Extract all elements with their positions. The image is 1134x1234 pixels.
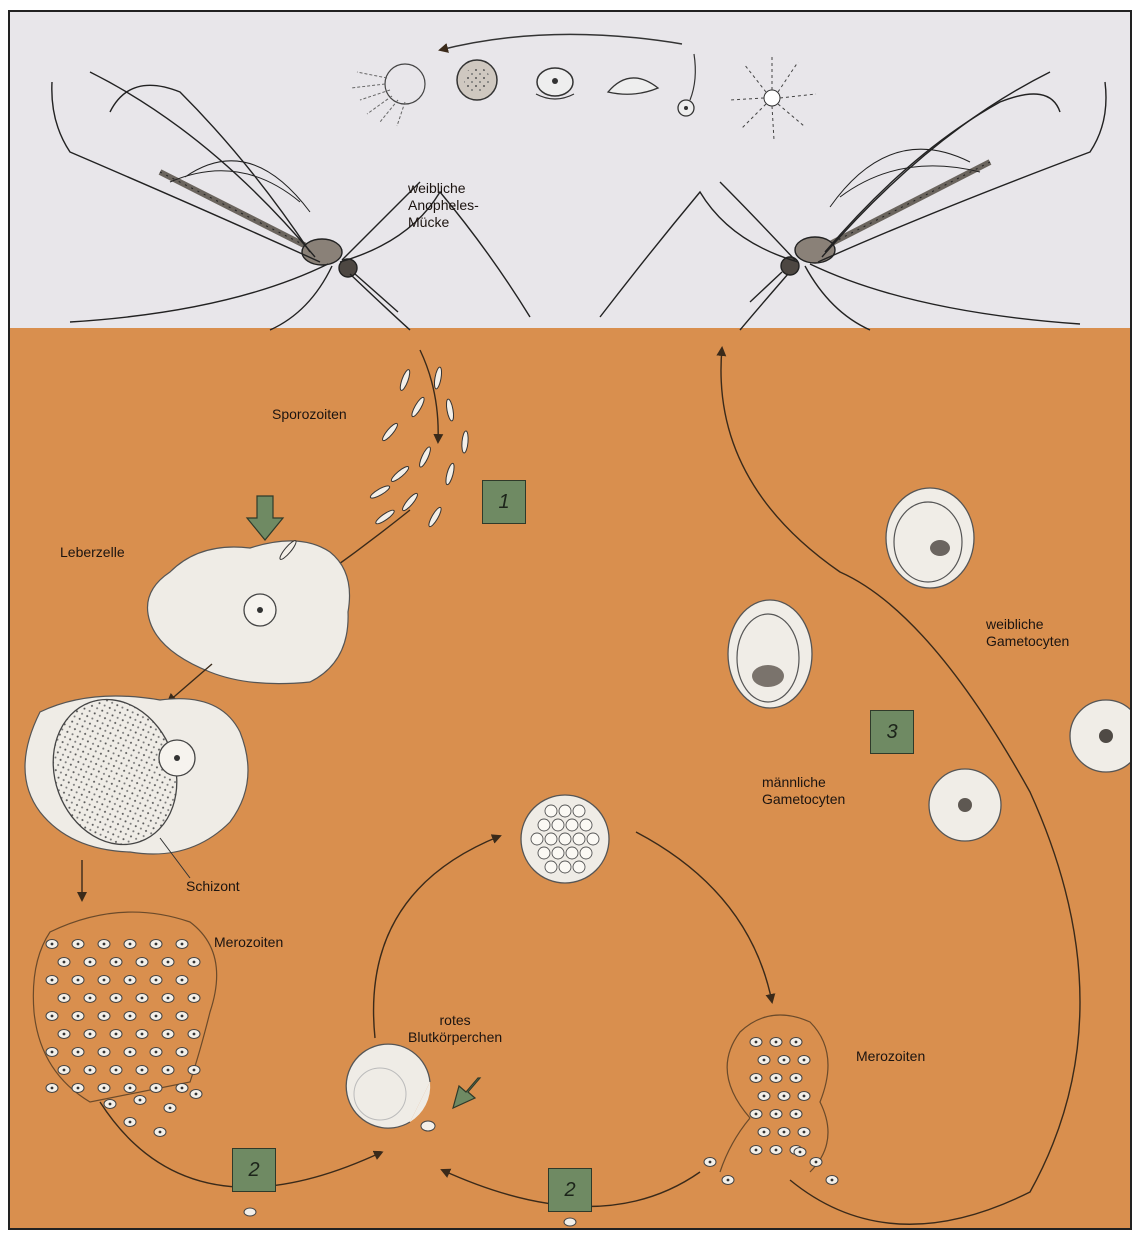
rbc-label-line1: rotes — [408, 1012, 502, 1029]
schizont-cell-icon — [25, 682, 248, 878]
schizont-merozoite — [559, 805, 571, 817]
ookinete-wall-icon — [536, 68, 574, 99]
male-gametocyte-icon — [929, 769, 1001, 841]
liver-cell-icon — [148, 539, 350, 684]
schizont-merozoite — [531, 833, 543, 845]
merozoite-burst-left-icon — [33, 912, 216, 1136]
exflagellation-icon — [730, 54, 816, 140]
sporozoites-icon — [369, 367, 469, 528]
schizont-merozoite — [552, 847, 564, 859]
stage-badge-2-left: 2 — [232, 1148, 276, 1192]
female-gametocyte-2-icon — [728, 600, 812, 708]
merozoites-left-label: Merozoiten — [214, 934, 283, 951]
gamete-icon — [678, 54, 695, 116]
mosquito-label-line3: Mücke — [408, 214, 479, 231]
female-gametocytes-line2: Gametocyten — [986, 633, 1069, 650]
schizont-merozoite — [580, 847, 592, 859]
merozoite-burst-right-icon — [704, 1015, 838, 1185]
ookinete-icon — [608, 78, 658, 94]
schizont-merozoite — [552, 819, 564, 831]
schizont-merozoite — [545, 833, 557, 845]
schizont-merozoite — [566, 819, 578, 831]
male-gametocytes-label: männliche Gametocyten — [762, 774, 845, 808]
liver-cell-label: Leberzelle — [60, 544, 125, 561]
schizont-merozoite — [573, 833, 585, 845]
schizont-merozoite — [580, 819, 592, 831]
male-gametocytes-line2: Gametocyten — [762, 791, 845, 808]
male-gametocyte-2-icon — [1070, 700, 1132, 772]
male-gametocytes-line1: männliche — [762, 774, 845, 791]
female-gametocyte-icon — [886, 488, 974, 588]
schizont-merozoite — [545, 805, 557, 817]
malaria-life-cycle-diagram: weibliche Anopheles- Mücke Sporozoiten L… — [8, 10, 1132, 1230]
oocyst-icon — [457, 60, 497, 100]
stage-badge-2-right: 2 — [548, 1168, 592, 1212]
diagram-illustration — [10, 12, 1132, 1230]
blood-schizont-icon — [521, 795, 609, 883]
mosquito-stages — [351, 34, 816, 140]
mosquito-label-line2: Anopheles- — [408, 197, 479, 214]
right-mosquito-icon — [600, 72, 1106, 330]
red-blood-cell-icon — [346, 1044, 480, 1131]
merozoites-right-label: Merozoiten — [856, 1048, 925, 1065]
female-gametocytes-label: weibliche Gametocyten — [986, 616, 1069, 650]
female-gametocytes-line1: weibliche — [986, 616, 1069, 633]
rbc-label: rotes Blutkörperchen — [408, 1012, 502, 1046]
rbc-label-line2: Blutkörperchen — [408, 1029, 502, 1046]
schizont-merozoite — [587, 833, 599, 845]
schizont-merozoite — [559, 861, 571, 873]
sporozoites-label: Sporozoiten — [272, 406, 347, 423]
mosquito-label-line1: weibliche — [408, 180, 479, 197]
stage-badge-1: 1 — [482, 480, 526, 524]
schizont-merozoite — [573, 805, 585, 817]
schizont-merozoite — [566, 847, 578, 859]
schizont-merozoite — [538, 819, 550, 831]
schizont-merozoite — [538, 847, 550, 859]
schizont-merozoite — [545, 861, 557, 873]
schizont-merozoite — [573, 861, 585, 873]
schizont-merozoite — [559, 833, 571, 845]
bursting-oocyst-icon — [351, 64, 425, 126]
stage-badge-3: 3 — [870, 710, 914, 754]
schizont-label: Schizont — [186, 878, 240, 895]
entry-arrow-icon — [247, 496, 283, 540]
mosquito-label: weibliche Anopheles- Mücke — [408, 180, 479, 231]
